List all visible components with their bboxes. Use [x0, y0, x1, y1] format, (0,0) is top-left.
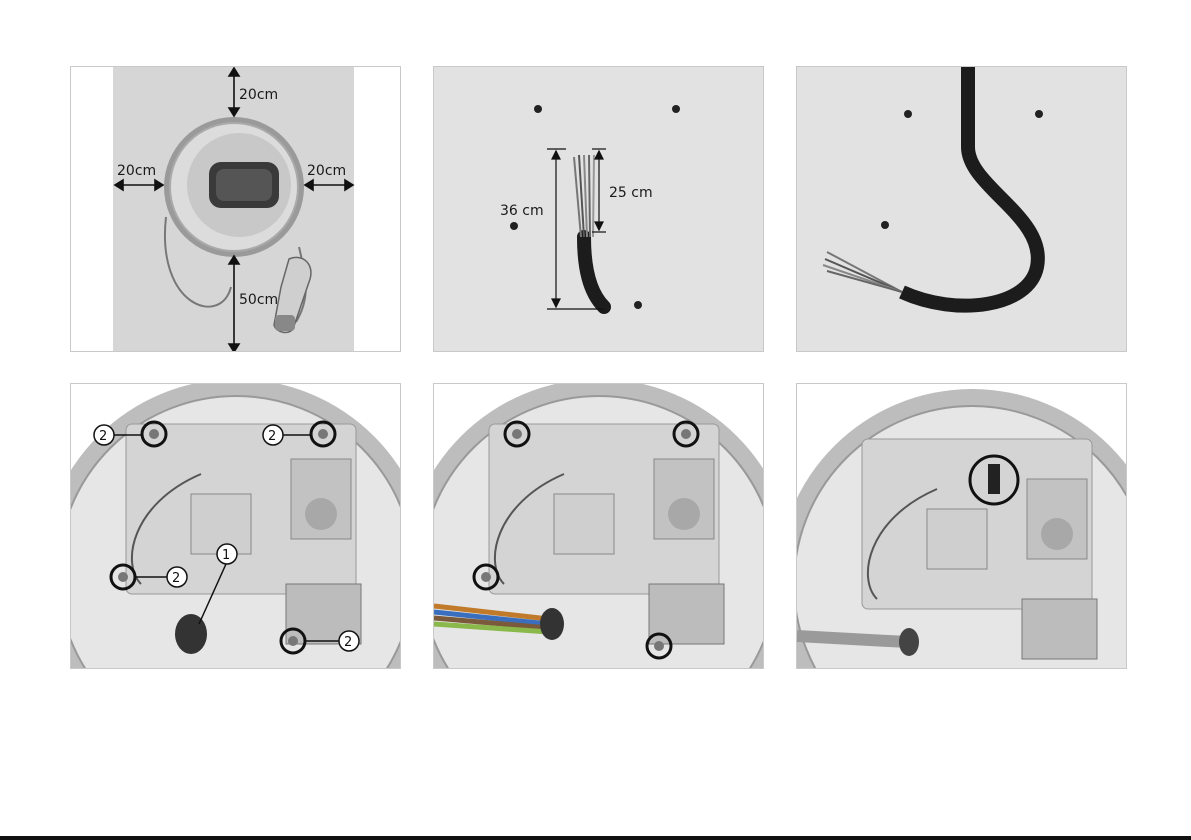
mounting-hole [634, 301, 642, 309]
svg-text:2: 2 [344, 635, 352, 650]
svg-text:1: 1 [222, 548, 230, 563]
mounting-hole [534, 105, 542, 113]
svg-text:2: 2 [172, 571, 180, 586]
callout-badge: 2 [263, 425, 283, 445]
wiring-panel-seal [796, 383, 1127, 669]
cable-gland [175, 614, 207, 654]
wiring-panel-cable [433, 383, 764, 669]
callout-badge: 1 [217, 544, 237, 564]
wiring-diagram-c [797, 384, 1127, 669]
mounting-hole [904, 110, 912, 118]
mounting-hole [1035, 110, 1043, 118]
svg-text:2: 2 [99, 429, 107, 444]
mounting-hole [881, 221, 889, 229]
cable-outer-length-label: 36 cm [500, 203, 544, 219]
clearance-diagram-panel: 20cm 20cm 20cm 50cm [70, 66, 401, 352]
callout-badge: 2 [339, 631, 359, 651]
clearance-right-label: 20cm [307, 163, 346, 179]
page-bottom-border [0, 836, 1191, 840]
svg-text:2: 2 [268, 429, 276, 444]
cable-routing-diagram [797, 67, 1127, 352]
cable-strip-diagram: 36 cm 25 cm [434, 67, 764, 352]
callout-badge: 2 [94, 425, 114, 445]
clearance-diagram: 20cm 20cm 20cm 50cm [71, 67, 401, 352]
wiring-diagram-a: 2 2 2 2 1 [71, 384, 401, 669]
clearance-bottom-label: 50cm [239, 292, 278, 308]
supply-cable [823, 67, 1038, 306]
wiring-diagram-b [434, 384, 764, 669]
cable-inner-length-label: 25 cm [609, 185, 653, 201]
mounting-hole [672, 105, 680, 113]
wiring-panel-callouts: 2 2 2 2 1 [70, 383, 401, 669]
cable-strip-panel: 36 cm 25 cm [433, 66, 764, 352]
wallbox-charger [164, 117, 304, 257]
mounting-hole [510, 222, 518, 230]
callout-badge: 2 [167, 567, 187, 587]
clearance-top-label: 20cm [239, 87, 278, 103]
clearance-left-label: 20cm [117, 163, 156, 179]
cable-routing-panel [796, 66, 1127, 352]
